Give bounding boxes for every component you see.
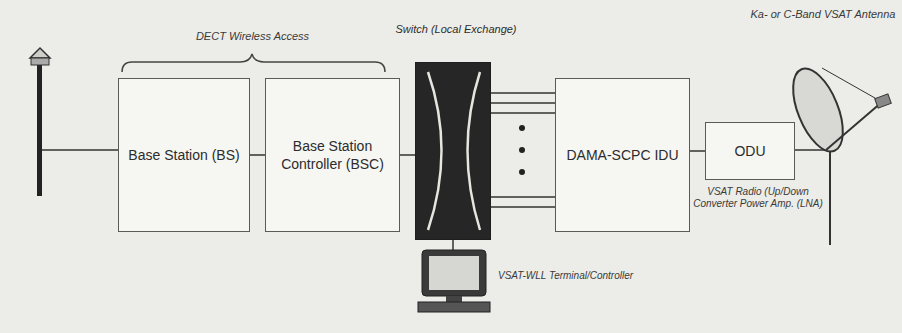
- box-label: DAMA-SCPC IDU: [560, 142, 684, 168]
- equipment-box: ODU: [705, 122, 795, 180]
- switch-box: Switch (Local Exchange): [415, 62, 491, 240]
- connector: [491, 93, 555, 207]
- annotation-label: Ka- or C-Band VSAT Antenna: [748, 8, 898, 21]
- box-label: ODU: [728, 138, 771, 164]
- dish-antenna: [783, 62, 891, 245]
- trunk-dots: [519, 125, 525, 175]
- box-label: Base Station Controller (BSC): [266, 133, 399, 177]
- connector: [690, 151, 705, 152]
- switch-heading: Switch (Local Exchange): [386, 23, 526, 36]
- mast-antenna: [30, 48, 118, 196]
- equipment-box: Base Station (BS): [118, 78, 250, 232]
- annotation-label: VSAT Radio (Up/Down Converter Power Amp.…: [688, 186, 828, 210]
- annotation-label: DECT Wireless Access: [170, 30, 335, 43]
- terminal-computer: [418, 240, 490, 312]
- box-label: Base Station (BS): [122, 142, 245, 168]
- annotation-label: VSAT-WLL Terminal/Controller: [498, 270, 638, 282]
- connector: [400, 155, 415, 156]
- equipment-box: Base Station Controller (BSC): [265, 78, 400, 232]
- equipment-box: DAMA-SCPC IDU: [555, 78, 690, 232]
- connector: [250, 155, 265, 156]
- switch-matrix: [415, 62, 491, 240]
- bracket: [122, 54, 385, 72]
